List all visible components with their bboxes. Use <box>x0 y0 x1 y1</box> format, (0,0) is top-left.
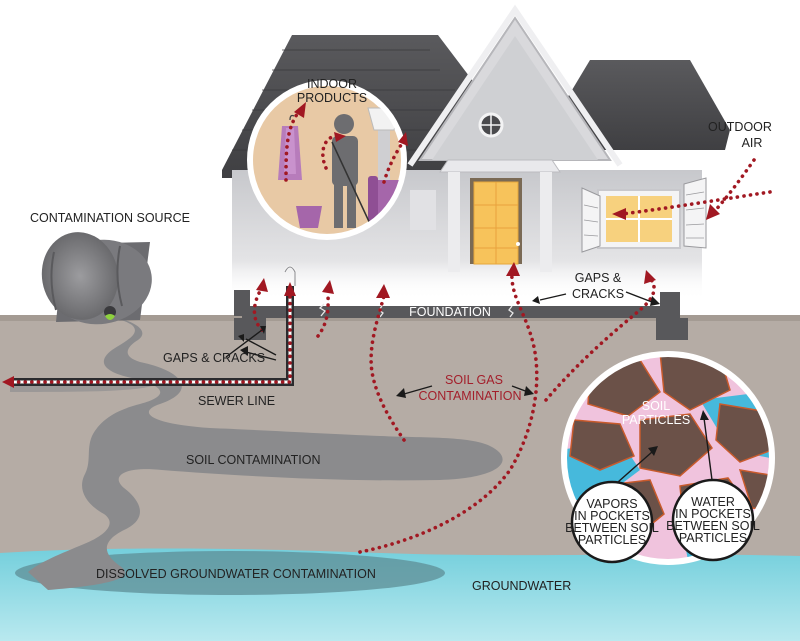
vapors-label-line1: VAPORS <box>586 497 637 511</box>
outdoor-arrowhead-2 <box>706 204 720 220</box>
vapor-arrowhead-right <box>644 270 656 284</box>
soil-particles-label-line2: PARTICLES <box>622 413 690 427</box>
indoor-arrowhead-3 <box>398 132 408 146</box>
outdoor-air-path-2 <box>712 158 756 214</box>
vapor-arrowhead-soil <box>376 284 390 298</box>
outdoor-arrowhead-1 <box>612 208 626 220</box>
vapor-path-right-crack <box>544 276 656 402</box>
foundation-label: FOUNDATION <box>409 305 491 319</box>
indoor-products-label-line2: PRODUCTS <box>297 91 367 105</box>
dissolved-groundwater-label: DISSOLVED GROUNDWATER CONTAMINATION <box>96 567 376 581</box>
vapor-path-groundwater <box>358 270 539 554</box>
soil-contamination-label: SOIL CONTAMINATION <box>186 453 321 467</box>
indoor-products-bubble <box>247 80 407 240</box>
vapors-label-line2: IN POCKETS <box>574 509 650 523</box>
gaps-cracks-right-label-line1: GAPS & <box>575 271 622 285</box>
soil-particles-zoom <box>561 351 775 565</box>
water-label-line4: PARTICLES <box>679 531 747 545</box>
groundwater-label: GROUNDWATER <box>472 579 571 593</box>
outdoor-air-path-1 <box>620 190 772 216</box>
vapors-label-line4: PARTICLES <box>578 533 646 547</box>
indoor-vapor-path-1 <box>284 108 302 182</box>
vapor-arrowhead-left <box>256 278 268 292</box>
soil-gas-label-line2: CONTAMINATION <box>418 389 521 403</box>
indoor-arrowhead-1 <box>294 102 306 118</box>
vapor-path-crack-center <box>316 290 330 338</box>
outdoor-air-label-line1: OUTDOOR <box>708 120 772 134</box>
gaps-cracks-right-label-line2: CRACKS <box>572 287 624 301</box>
vapor-arrowhead-center <box>322 280 334 294</box>
foundation <box>234 290 688 340</box>
pointer-arrows <box>225 291 660 398</box>
indoor-vapor-path-3 <box>382 138 406 184</box>
soil-particles-label-line1: SOIL <box>642 399 671 413</box>
groundwater-layer <box>0 548 800 641</box>
contamination-source-barrel <box>41 232 152 325</box>
vapor-path-soil-plume <box>369 294 406 442</box>
sewer-vapor-arrowhead <box>284 282 296 296</box>
outdoor-air-label-line2: AIR <box>742 136 763 150</box>
soil-gas-label-line1: SOIL GAS <box>445 373 503 387</box>
water-label-line2: IN POCKETS <box>675 507 751 521</box>
water-label-line1: WATER <box>691 495 735 509</box>
indoor-arrowhead-2 <box>334 132 346 142</box>
vapor-arrowhead-door <box>506 262 520 276</box>
sewer-line-label: SEWER LINE <box>198 394 275 408</box>
contamination-source-label: CONTAMINATION SOURCE <box>30 211 190 225</box>
water-label-line3: BETWEEN SOIL <box>666 519 760 533</box>
indoor-products-label-line1: INDOOR <box>307 77 357 91</box>
vapors-label-line3: BETWEEN SOIL <box>565 521 659 535</box>
gaps-cracks-left-label: GAPS & CRACKS <box>163 351 265 365</box>
sewer-vapor-path <box>10 290 292 384</box>
